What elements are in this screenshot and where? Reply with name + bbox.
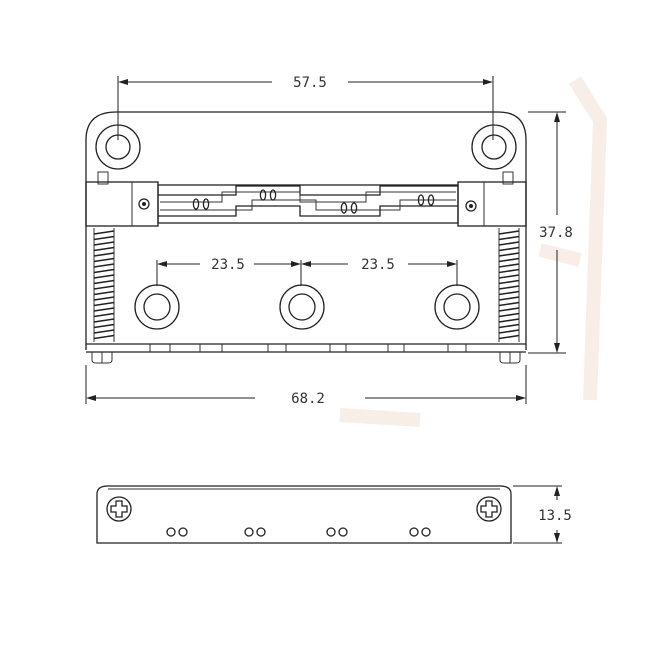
spring-coil bbox=[498, 318, 520, 323]
spring-coil bbox=[498, 290, 520, 296]
dimension-label-23-5-left: 23.5 bbox=[211, 257, 245, 273]
spring-coil bbox=[93, 279, 115, 285]
saddle-screw-4 bbox=[417, 194, 435, 206]
spring-coil bbox=[93, 241, 115, 246]
dimension-side-height: 13.5 bbox=[513, 485, 572, 544]
side-block-right bbox=[457, 181, 527, 227]
mounting-hole-1 bbox=[134, 284, 180, 330]
spring-coil bbox=[498, 323, 520, 329]
dimension-label-13-5: 13.5 bbox=[538, 508, 572, 524]
spring-coil bbox=[498, 307, 520, 312]
mounting-hole-2 bbox=[279, 284, 325, 330]
spring-coil bbox=[498, 279, 520, 285]
spring-left bbox=[93, 228, 115, 342]
spring-coil bbox=[498, 296, 520, 301]
dimension-spacing-left: 23.5 bbox=[156, 257, 302, 286]
spring-right bbox=[498, 228, 520, 342]
spring-coil bbox=[93, 307, 115, 312]
corner-mounting-hole-right bbox=[471, 124, 517, 170]
top-view: 57.5 bbox=[85, 75, 573, 407]
spring-coil bbox=[93, 252, 115, 257]
saddle-screw-3 bbox=[340, 202, 358, 214]
spring-coil bbox=[498, 246, 520, 252]
saddle-screw-2 bbox=[259, 189, 277, 201]
spring-coil bbox=[498, 257, 520, 263]
spring-coil bbox=[93, 334, 115, 340]
spring-coil bbox=[93, 230, 115, 235]
dimension-label-23-5-right: 23.5 bbox=[361, 257, 395, 273]
spring-coil bbox=[498, 235, 520, 241]
spring-coil bbox=[93, 274, 115, 279]
spring-coil bbox=[498, 334, 520, 340]
spring-coil bbox=[93, 285, 115, 290]
saddle-screw-1 bbox=[192, 198, 210, 210]
spring-coil bbox=[93, 312, 115, 318]
spring-coil bbox=[498, 268, 520, 274]
dimension-label-57-5: 57.5 bbox=[293, 75, 327, 91]
spring-coil bbox=[498, 285, 520, 290]
corner-mounting-hole-left bbox=[95, 124, 141, 170]
spring-coil bbox=[93, 329, 115, 334]
dimension-spacing-right: 23.5 bbox=[301, 257, 458, 286]
spring-coil bbox=[93, 246, 115, 252]
spring-coil bbox=[93, 290, 115, 296]
spring-coil bbox=[498, 230, 520, 235]
spring-coil bbox=[93, 257, 115, 263]
spring-coil bbox=[498, 263, 520, 268]
mounting-hole-3 bbox=[434, 284, 480, 330]
spring-coil bbox=[93, 318, 115, 323]
spring-coil bbox=[93, 235, 115, 241]
scan-artifacts bbox=[339, 76, 608, 427]
dimension-width: 68.2 bbox=[85, 365, 527, 407]
phillips-screw-right bbox=[476, 496, 502, 522]
side-plate-outline bbox=[96, 485, 512, 544]
dimension-label-68-2: 68.2 bbox=[291, 391, 325, 407]
base-plate-outline bbox=[85, 111, 527, 350]
spring-coil bbox=[93, 263, 115, 268]
phillips-screw-left bbox=[106, 496, 132, 522]
side-view: 13.5 bbox=[96, 485, 572, 544]
base-bottom-edge bbox=[86, 343, 526, 364]
spring-coil bbox=[93, 301, 115, 307]
dimension-height: 37.8 bbox=[528, 111, 573, 354]
spring-coil bbox=[93, 296, 115, 301]
spring-coil bbox=[93, 323, 115, 329]
spring-coil bbox=[498, 252, 520, 257]
spring-coil bbox=[498, 329, 520, 334]
dimension-label-37-8: 37.8 bbox=[539, 225, 573, 241]
spring-coil bbox=[498, 312, 520, 318]
spring-coil bbox=[498, 241, 520, 246]
spring-coil bbox=[93, 268, 115, 274]
side-string-holes bbox=[166, 527, 431, 537]
spring-coil bbox=[498, 301, 520, 307]
spring-coil bbox=[498, 274, 520, 279]
saddle-rail bbox=[157, 184, 459, 224]
side-block-left bbox=[85, 181, 159, 227]
dimension-hole-spacing-top: 57.5 bbox=[117, 75, 494, 140]
